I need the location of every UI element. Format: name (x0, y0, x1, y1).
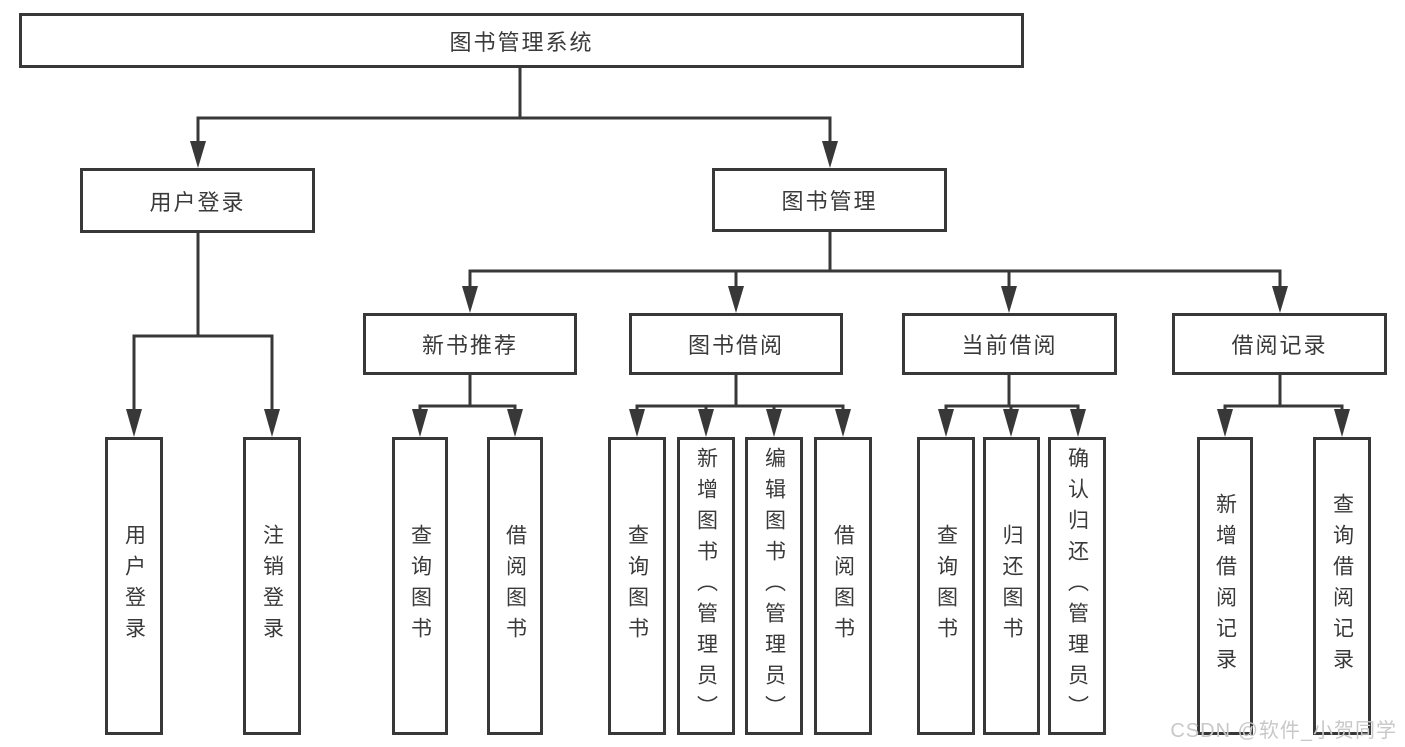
node-add-borrow-record: 新增借阅记录 (1197, 437, 1253, 735)
node-borrow-books: 借阅图书 (814, 437, 872, 735)
node-borrow-books-recommend-label: 借阅图书 (503, 524, 527, 648)
node-logout: 注销登录 (243, 437, 301, 735)
node-login: 用户登录 (105, 437, 163, 735)
node-query-books-recommend-label: 查询图书 (408, 524, 432, 648)
node-new-book-recommend: 新书推荐 (363, 313, 577, 375)
node-borrow-records: 借阅记录 (1172, 313, 1387, 375)
node-logout-label: 注销登录 (260, 524, 284, 648)
node-current-borrowing: 当前借阅 (902, 313, 1117, 375)
csdn-watermark: CSDN @软件_小贺同学 (1170, 720, 1397, 742)
node-root-system: 图书管理系统 (19, 13, 1024, 68)
node-query-books-recommend: 查询图书 (392, 437, 448, 735)
node-query-books-current-label: 查询图书 (934, 524, 958, 648)
node-borrow-books-label: 借阅图书 (831, 524, 855, 648)
node-return-books: 归还图书 (983, 437, 1040, 735)
node-login-label: 用户登录 (122, 524, 146, 648)
node-edit-books-admin: 编辑图书（管理员） (745, 437, 803, 735)
node-query-books-borrowing-label: 查询图书 (625, 524, 649, 648)
node-query-borrow-record: 查询借阅记录 (1313, 437, 1371, 735)
node-confirm-return-admin: 确认归还（管理员） (1048, 437, 1106, 735)
node-add-books-admin: 新增图书（管理员） (677, 437, 735, 735)
node-book-management-branch: 图书管理 (712, 168, 947, 232)
node-book-borrowing: 图书借阅 (629, 313, 843, 375)
node-add-borrow-record-label: 新增借阅记录 (1213, 493, 1237, 679)
node-add-books-admin-label: 新增图书（管理员） (694, 446, 718, 726)
node-borrow-books-recommend: 借阅图书 (487, 437, 543, 735)
node-query-books-borrowing: 查询图书 (608, 437, 666, 735)
node-confirm-return-admin-label: 确认归还（管理员） (1065, 446, 1089, 726)
node-return-books-label: 归还图书 (1000, 524, 1023, 648)
node-user-login-branch: 用户登录 (80, 168, 315, 233)
node-query-books-current: 查询图书 (917, 437, 975, 735)
node-query-borrow-record-label: 查询借阅记录 (1330, 493, 1354, 679)
node-edit-books-admin-label: 编辑图书（管理员） (762, 446, 786, 726)
